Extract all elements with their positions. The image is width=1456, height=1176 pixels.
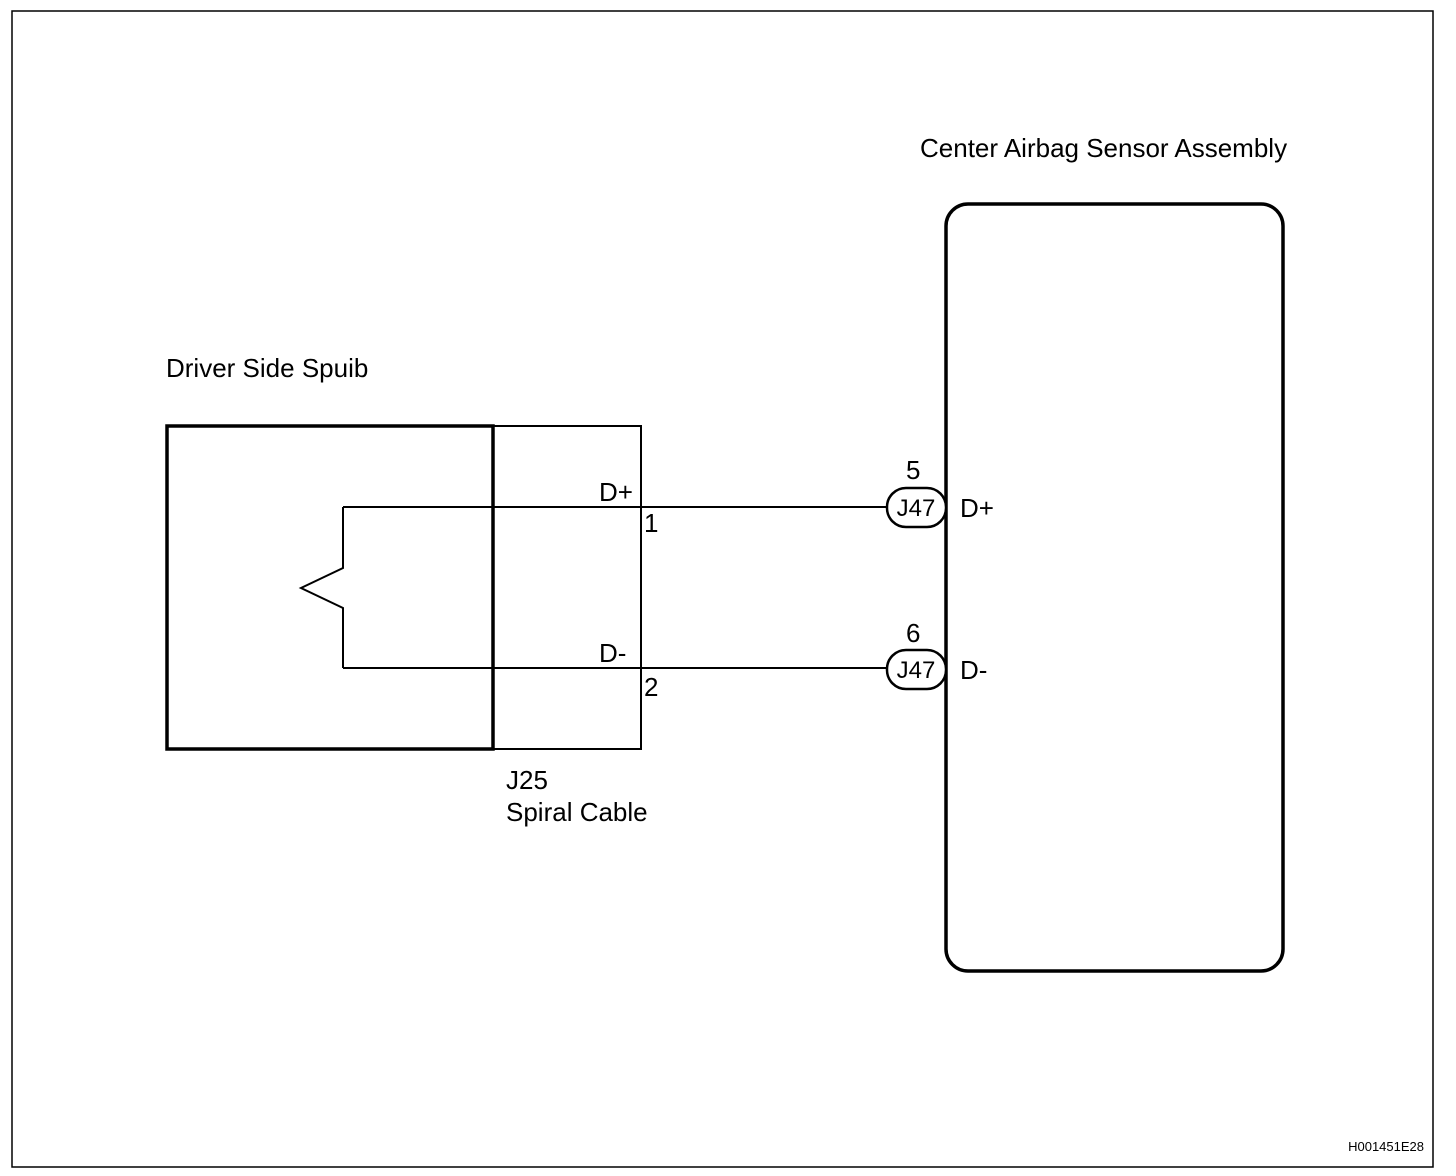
spiral-cable-box <box>492 425 642 750</box>
circuit-d-minus: D- 2 6 J47 D- <box>343 618 987 702</box>
spiral-pin-1: 1 <box>644 508 658 538</box>
spiral-cable-connector-id: J25 <box>506 765 548 795</box>
circuit-d-plus: D+ 1 5 J47 D+ <box>343 455 994 538</box>
ecu-connector-j47-minus <box>885 648 948 691</box>
ecu-connector-j47-plus <box>885 486 948 529</box>
spiral-terminal-d-plus: D+ <box>599 477 633 507</box>
ecu-connector-j47-plus-label: J47 <box>897 495 936 522</box>
squib-label: Driver Side Spuib <box>166 353 368 383</box>
airbag-sensor-box <box>944 202 1285 973</box>
ecu-pin-5: 5 <box>906 455 920 485</box>
squib-box <box>165 424 495 751</box>
ecu-terminal-d-plus: D+ <box>960 493 994 523</box>
spiral-terminal-d-minus: D- <box>599 638 626 668</box>
ecu-connector-j47-minus-label: J47 <box>897 657 936 684</box>
diagram-frame <box>11 10 1434 1168</box>
ecu-pin-6: 6 <box>906 618 920 648</box>
spiral-cable-label: Spiral Cable <box>506 797 648 827</box>
reference-code: H001451E28 <box>1348 1139 1424 1154</box>
ecu-terminal-d-minus: D- <box>960 655 987 685</box>
spiral-pin-2: 2 <box>644 672 658 702</box>
airbag-sensor-label: Center Airbag Sensor Assembly <box>920 133 1287 163</box>
squib-igniter-symbol <box>298 507 344 668</box>
